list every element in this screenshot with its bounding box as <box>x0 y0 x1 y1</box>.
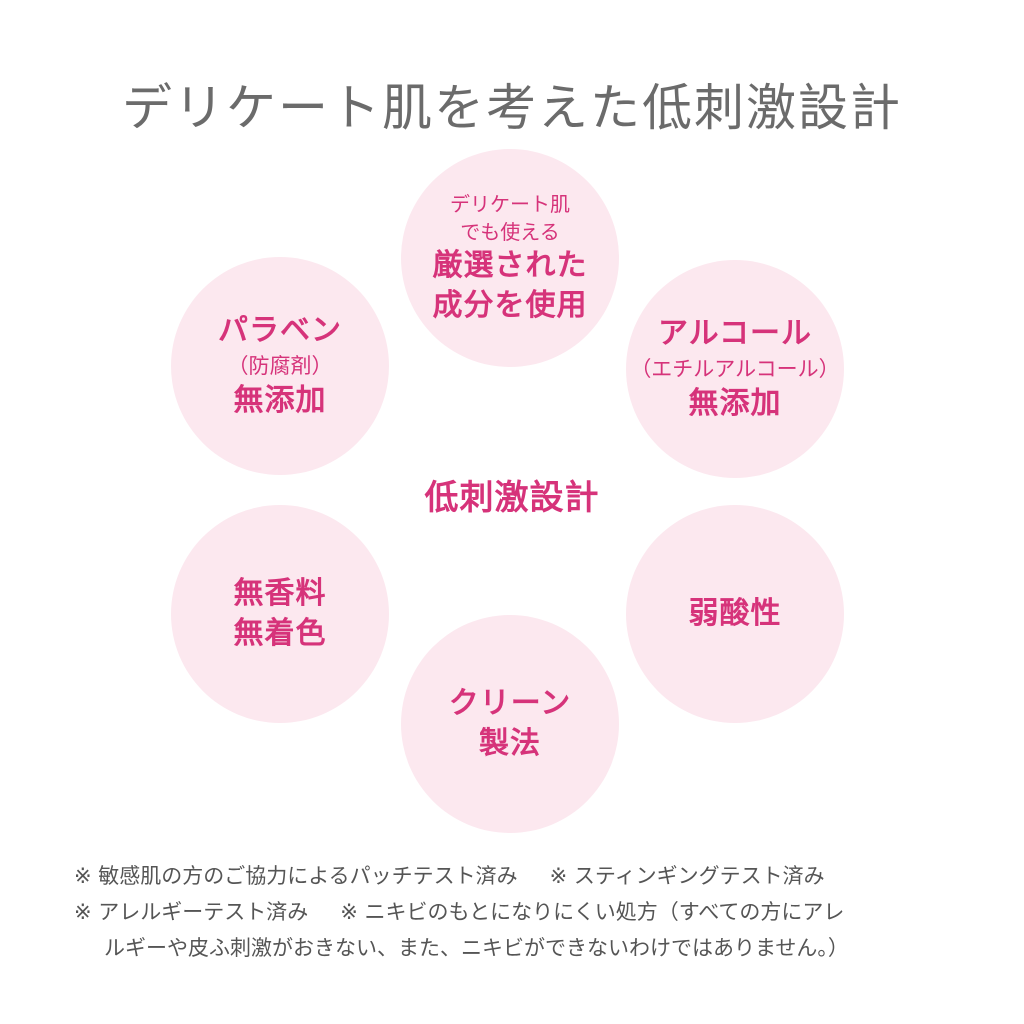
footnote: ※ スティンギングテスト済み <box>549 864 825 888</box>
circle-heading: 弱酸性 <box>688 596 782 631</box>
circle-heading: 厳選された <box>432 248 588 283</box>
circle-heading: パラベン <box>218 313 342 348</box>
circle-caption: でも使える <box>460 220 560 244</box>
circle-heading: 製法 <box>479 726 541 761</box>
footnote-line: ルギーや皮ふ刺激がおきない、また、ニキビができないわけではありません。） <box>74 930 974 966</box>
circle-caption: （エチルアルコール） <box>630 357 840 381</box>
feature-circle-weakly-acidic: 弱酸性 <box>626 505 844 723</box>
circle-heading: 無添加 <box>688 386 782 421</box>
circle-heading: 成分を使用 <box>432 288 588 323</box>
feature-circle-selected-ingredients: デリケート肌 でも使える 厳選された 成分を使用 <box>401 149 619 367</box>
footnote: ルギーや皮ふ刺激がおきない、また、ニキビができないわけではありません。） <box>104 936 849 960</box>
footnote-line: ※ 敏感肌の方のご協力によるパッチテスト済み ※ スティンギングテスト済み <box>74 858 974 894</box>
footnotes: ※ 敏感肌の方のご協力によるパッチテスト済み ※ スティンギングテスト済み ※ ア… <box>74 858 974 966</box>
feature-circle-clean-manufacturing: クリーン 製法 <box>401 615 619 833</box>
circle-heading: 無添加 <box>233 383 327 418</box>
circle-caption: （防腐剤） <box>227 354 333 378</box>
feature-circle-alcohol-free: アルコール （エチルアルコール） 無添加 <box>626 260 844 478</box>
feature-circle-fragrance-color-free: 無香料 無着色 <box>171 505 389 723</box>
page-title: デリケート肌を考えた低刺激設計 <box>122 79 902 137</box>
circle-heading: 無着色 <box>233 616 327 651</box>
footnote-line: ※ アレルギーテスト済み ※ ニキビのもとになりにくい処方（すべての方にアレ <box>74 894 974 930</box>
circle-heading: アルコール <box>657 316 813 351</box>
center-label: 低刺激設計 <box>424 478 600 518</box>
footnote: ※ 敏感肌の方のご協力によるパッチテスト済み <box>74 864 518 888</box>
footnote: ※ アレルギーテスト済み <box>74 900 309 924</box>
footnote: ※ ニキビのもとになりにくい処方（すべての方にアレ <box>340 900 845 924</box>
feature-circle-paraben-free: パラベン （防腐剤） 無添加 <box>171 257 389 475</box>
circle-caption: デリケート肌 <box>450 192 570 216</box>
circle-heading: 無香料 <box>233 576 327 611</box>
circle-heading: クリーン <box>448 686 572 721</box>
